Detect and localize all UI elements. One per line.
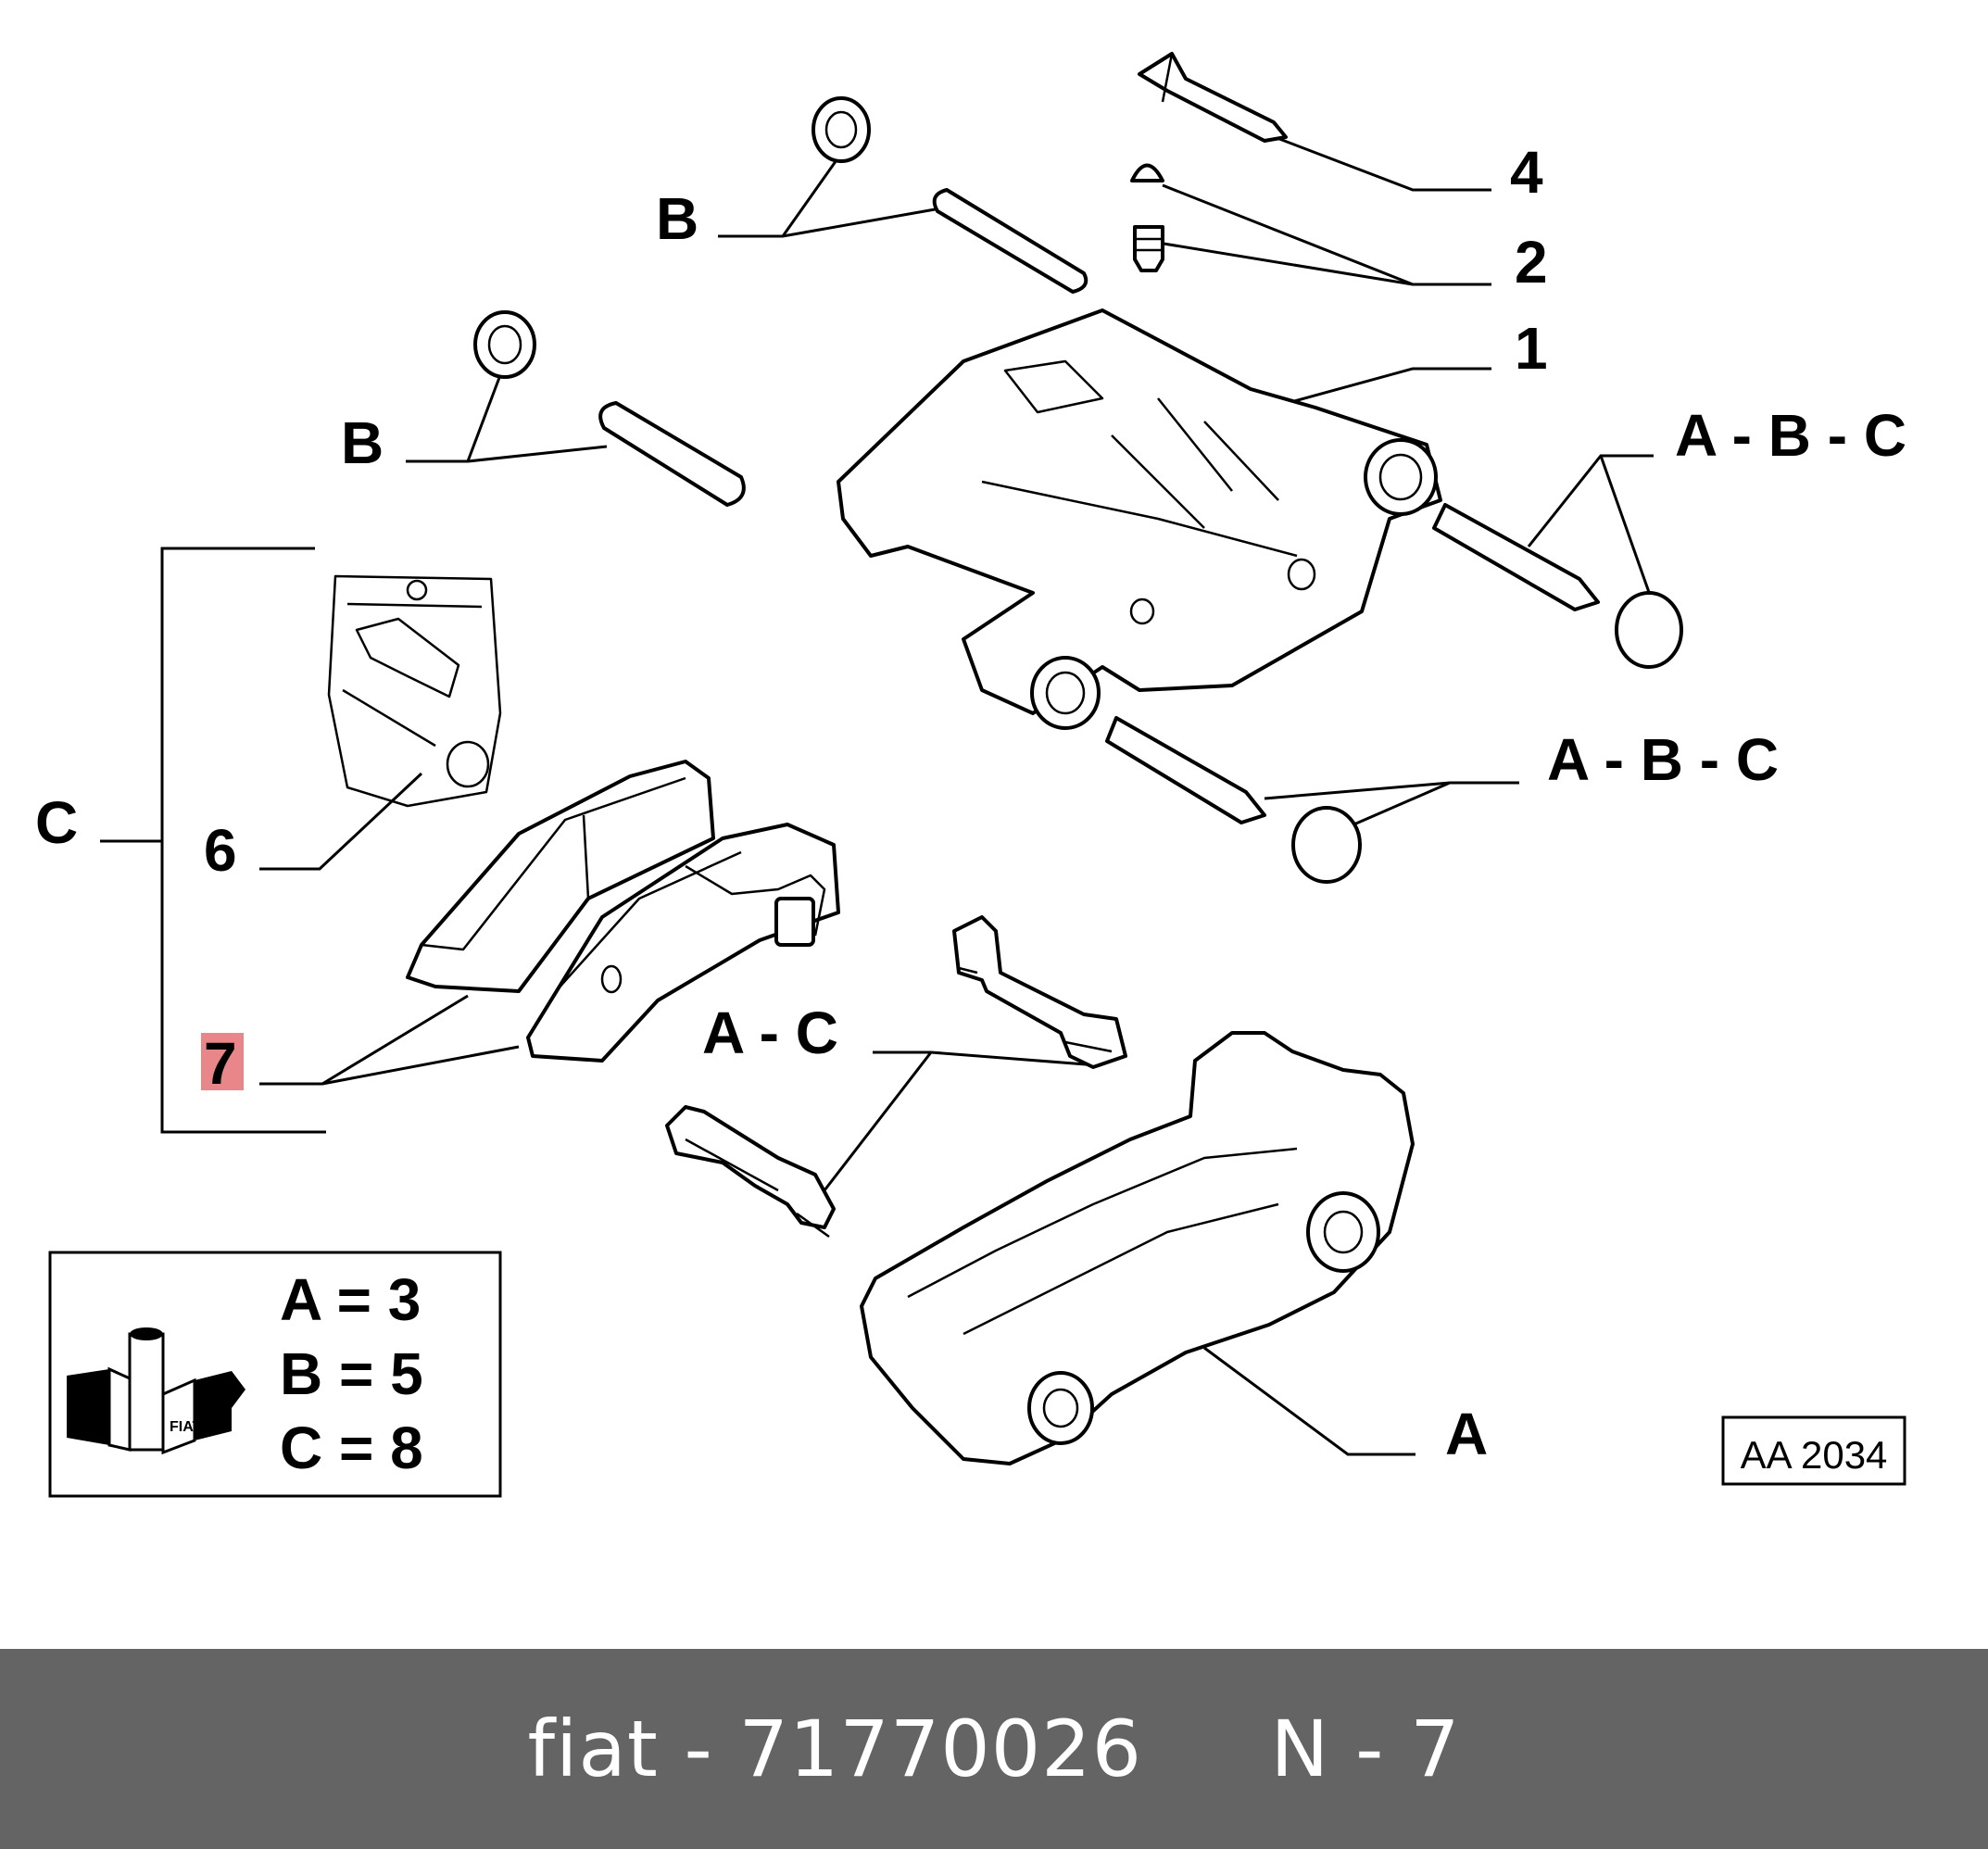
part-anti-rattle-clip-left [665, 1105, 836, 1239]
drawing-code: AA 2034 [1741, 1433, 1888, 1477]
callout-6: 6 [204, 817, 237, 884]
legend-line-c: C = 8 [280, 1415, 423, 1481]
callout-a-bottom: A [1445, 1401, 1488, 1467]
drawing-code-box: AA 2034 [1721, 1415, 1906, 1486]
part-anti-rattle-clip-right [952, 915, 1127, 1069]
part-repair-kit-bag [327, 574, 502, 808]
leader-lines [100, 128, 1654, 1456]
footer-bar: fiat - 71770026 N - 7 [0, 1649, 1988, 1849]
parts-diagram: B B C 6 7 4 2 1 A - B - C A - B - C A - … [35, 52, 1907, 1498]
part-caliper-carrier [860, 1031, 1415, 1465]
callout-c-group: C [35, 789, 78, 856]
callout-7: 7 [204, 1030, 237, 1097]
part-caliper-bolt-top [1432, 503, 1683, 669]
part-caliper-bolt-mid [1105, 716, 1362, 884]
callout-ac: A - C [702, 1000, 838, 1066]
part-wear-sensor-wire [1138, 52, 1288, 143]
quantity-legend: FIAT A = 3 B = 5 C = 8 [48, 1251, 502, 1498]
part-guide-pin-top [812, 96, 1088, 294]
callout-1: 1 [1515, 315, 1548, 382]
callout-2: 2 [1515, 229, 1548, 296]
footer-part-number: fiat - 71770026 N - 7 [527, 1704, 1461, 1794]
callout-labels: B B C 6 7 4 2 1 A - B - C A - B - C A - … [35, 139, 1906, 1467]
callout-4: 4 [1510, 139, 1543, 206]
part-brake-pad-outer [406, 760, 715, 993]
callout-abc-top: A - B - C [1675, 402, 1906, 469]
part-bleed-screw [1133, 225, 1164, 272]
legend-line-b: B = 5 [280, 1340, 423, 1407]
callout-highlight [201, 1033, 244, 1090]
legend-line-a: A = 3 [280, 1266, 421, 1333]
part-guide-pin-mid [473, 310, 746, 507]
part-dust-cap [1130, 163, 1164, 182]
part-caliper-body [837, 308, 1442, 730]
callout-b-top: B [656, 185, 698, 252]
callout-b-mid: B [341, 409, 384, 476]
callout-abc-mid: A - B - C [1547, 726, 1779, 793]
kit-box-icon: FIAT [67, 1327, 245, 1455]
brake-caliper-drawing: B B C 6 7 4 2 1 A - B - C A - B - C A - … [35, 52, 1906, 1498]
legend-brand-mark: FIAT [170, 1419, 202, 1435]
part-brake-pad-inner [526, 823, 840, 1063]
